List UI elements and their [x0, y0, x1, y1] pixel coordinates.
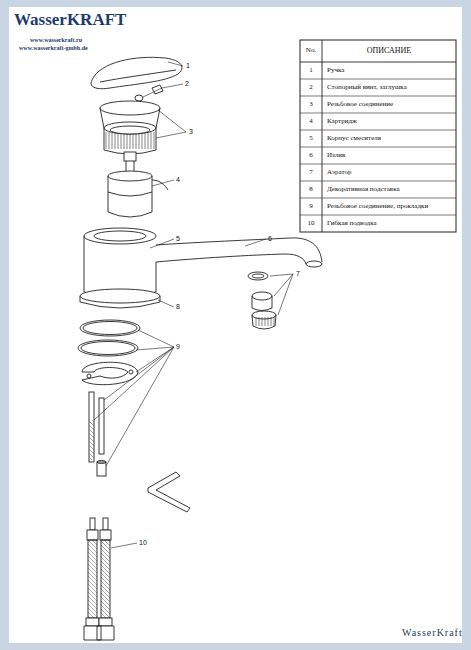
table-header: No. [306, 47, 316, 54]
table-cell: 4 [309, 118, 313, 125]
table-cell: Стопорный винт, заглушка [327, 84, 407, 91]
table-cell: Аэратор [327, 169, 351, 176]
table-cell: 6 [309, 152, 313, 159]
table-cell: 3 [309, 101, 313, 108]
callout-number: 4 [176, 176, 180, 183]
website-url: www.wasserkraft-gmbh.de [19, 45, 88, 51]
website-url: www.wasserkraft.ru [30, 37, 82, 43]
table-cell: Ручка [327, 67, 344, 74]
table-cell: Картридж [327, 118, 357, 125]
brand-footer: WasserKraft [402, 628, 463, 638]
table-cell: 5 [309, 135, 313, 142]
paper-sheet [9, 7, 462, 643]
table-header: ОПИСАНИЕ [367, 47, 412, 55]
callout-number: 1 [186, 62, 190, 69]
table-cell: 7 [309, 169, 313, 176]
callout-number: 5 [176, 235, 180, 242]
table-cell: 1 [309, 67, 313, 74]
table-cell: Резьбовое соединение [327, 101, 393, 108]
table-cell: 10 [308, 220, 315, 227]
callout-number: 8 [176, 303, 180, 310]
callout-number: 6 [268, 235, 272, 242]
table-cell: 2 [309, 84, 313, 91]
table-cell: 9 [309, 203, 313, 210]
table-cell: Корпус смесителя [327, 135, 381, 142]
brand-logo: WasserKRAFT [14, 11, 126, 28]
callout-number: 3 [189, 128, 193, 135]
callout-number: 9 [176, 343, 180, 350]
table-cell: Излив [327, 152, 345, 159]
callout-number: 10 [139, 539, 147, 546]
table-cell: 8 [309, 186, 313, 193]
table-cell: Декоративная подставка [327, 186, 400, 193]
table-cell: Резьбовое соединение, прокладки [327, 203, 428, 210]
table-cell: Гибкая подводка [327, 220, 377, 227]
callout-number: 2 [185, 80, 189, 87]
callout-number: 7 [296, 270, 300, 277]
